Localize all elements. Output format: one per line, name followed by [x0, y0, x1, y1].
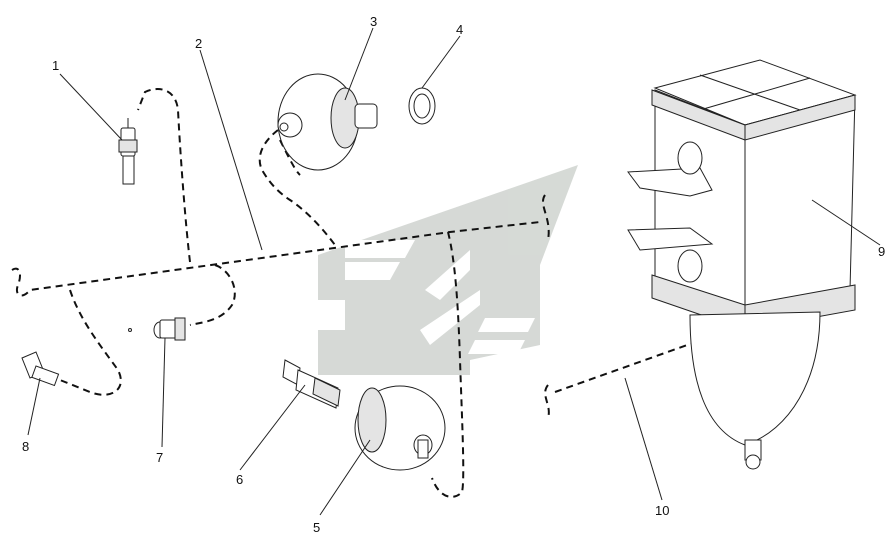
callout-8: 8 — [22, 439, 29, 454]
callout-2: 2 — [195, 36, 202, 51]
callout-1: 1 — [52, 58, 59, 73]
part-7-sensor-icon — [128, 317, 186, 341]
callout-9: 9 — [878, 244, 885, 259]
part-1-sensor-icon — [118, 118, 138, 185]
part-8-sensor-icon — [21, 351, 60, 387]
leader-lines — [27, 27, 881, 516]
part-6-fitting-icon — [282, 359, 341, 409]
part-3-actuator-icon — [277, 73, 378, 171]
callout-10: 10 — [655, 503, 669, 518]
part-5-canister-icon — [354, 385, 446, 471]
callout-3: 3 — [370, 14, 377, 29]
callout-4: 4 — [456, 22, 463, 37]
callout-5: 5 — [313, 520, 320, 535]
watermark-logo-icon — [318, 165, 578, 375]
callout-6: 6 — [236, 472, 243, 487]
part-4-washer-icon — [408, 87, 436, 125]
callout-7: 7 — [156, 450, 163, 465]
part-9-filter-housing-icon — [627, 59, 857, 470]
